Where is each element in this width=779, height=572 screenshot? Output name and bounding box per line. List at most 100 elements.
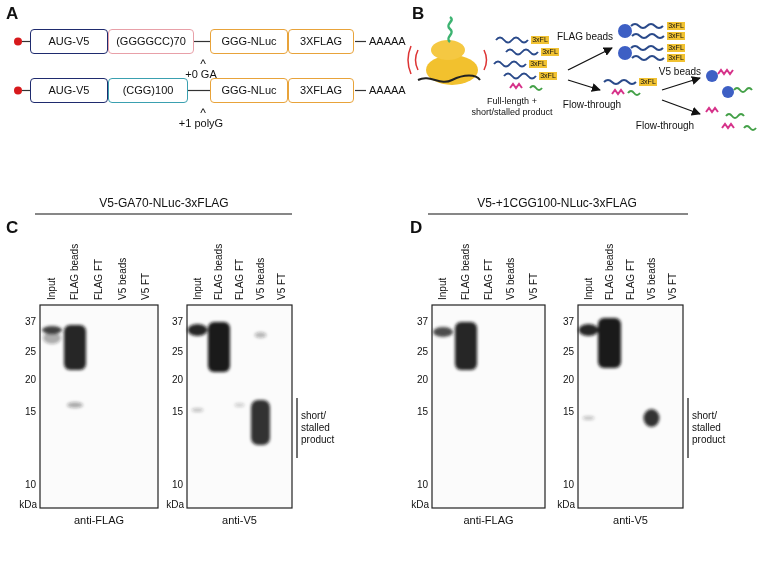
motion-mark [484, 50, 487, 70]
panel-letter: B [412, 4, 424, 24]
bead [706, 70, 718, 82]
marker-size: 15 [417, 406, 428, 418]
marker-size: 15 [563, 406, 574, 418]
bead [722, 86, 734, 98]
lane-label: V5 FT [276, 273, 288, 300]
blot-bands [42, 318, 660, 445]
construct-label: GGG-NLuc [221, 84, 276, 97]
band [433, 327, 453, 337]
bracket-label: short/ stalled product [301, 410, 345, 446]
marker-size: 37 [417, 316, 428, 328]
construct-label: AUG-V5 [49, 84, 90, 97]
flow-arrow [662, 100, 700, 114]
tag-label: 3xFL [529, 60, 547, 67]
marker-size: 20 [417, 374, 428, 386]
construct-box: GGG-NLuc [210, 29, 288, 54]
motion-mark [416, 50, 419, 70]
construct-box: (CGG)100 [108, 78, 188, 103]
band [251, 400, 270, 445]
protein-chain [496, 38, 528, 43]
mrna-line [22, 41, 30, 42]
blot-membrane [187, 305, 292, 508]
construct-linker [194, 41, 210, 42]
nascent-chain [448, 17, 451, 42]
short-product [718, 70, 733, 74]
lane-label: FLAG beads [69, 244, 81, 300]
band [64, 325, 86, 370]
sample-label: Full-length + short/stalled product [466, 96, 558, 118]
short-product [726, 114, 744, 118]
tag-label: 3xFL [539, 72, 557, 79]
short-product [722, 124, 734, 128]
construct-box: AUG-V5 [30, 78, 108, 103]
lane-label: Input [46, 278, 58, 300]
marker-size: 25 [172, 346, 183, 358]
marker-size: 20 [563, 374, 574, 386]
marker-size: 10 [25, 479, 36, 491]
construct-box: AUG-V5 [30, 29, 108, 54]
lane-label: V5 beads [505, 258, 517, 300]
marker-unit: kDa [19, 499, 37, 511]
marker-size: 10 [172, 479, 183, 491]
fraction-label: Flow-through [563, 99, 621, 111]
band [583, 416, 595, 420]
polya-tail: AAAAA [369, 35, 406, 48]
bead [618, 24, 632, 38]
construct-title: V5-+1CGG100-NLuc-3xFLAG [477, 196, 637, 210]
marker-size: 25 [563, 346, 574, 358]
band [67, 402, 83, 408]
short-product [734, 88, 752, 92]
construct-label: 3XFLAG [300, 35, 342, 48]
marker-size: 15 [172, 406, 183, 418]
tag-label: 3xFL [667, 54, 685, 61]
short-product [530, 86, 542, 90]
band [188, 324, 208, 336]
band [235, 403, 245, 407]
lane-label: Input [583, 278, 595, 300]
fraction-label: Flow-through [636, 120, 694, 132]
construct-label: AUG-V5 [49, 35, 90, 48]
lane-label: Input [192, 278, 204, 300]
blot-membrane [578, 305, 683, 508]
tag-label: 3xFL [541, 48, 559, 55]
bracket-line [687, 398, 688, 458]
band [192, 408, 204, 412]
marker-size: 20 [25, 374, 36, 386]
polya-tail: AAAAA [369, 84, 406, 97]
protein-chain [631, 24, 663, 28]
frame-label: +1 polyG [179, 117, 223, 130]
ribosome-small [431, 40, 465, 60]
construct-box: 3XFLAG [288, 29, 354, 54]
construct-title: V5-GA70-NLuc-3xFLAG [99, 196, 228, 210]
tag-label: 3xFL [639, 78, 657, 85]
tag-label: 3xFL [667, 44, 685, 51]
panel-letter: D [410, 218, 422, 238]
band [579, 324, 599, 336]
lane-label: FLAG FT [234, 259, 246, 300]
protein-chain [504, 74, 536, 79]
protein-chain [632, 56, 664, 60]
band [43, 332, 61, 344]
short-product [510, 84, 522, 88]
band [255, 332, 267, 338]
beads-label: FLAG beads [557, 31, 613, 43]
tag-label: 3xFL [667, 32, 685, 39]
construct-box: 3XFLAG [288, 78, 354, 103]
construct-box: (GGGGCC)70 [108, 29, 194, 54]
blot-membrane [432, 305, 545, 508]
marker-size: 15 [25, 406, 36, 418]
antibody-label: anti-V5 [613, 514, 648, 527]
flow-arrow [662, 78, 700, 90]
lane-label: V5 beads [255, 258, 267, 300]
lane-label: FLAG beads [604, 244, 616, 300]
marker-size: 25 [417, 346, 428, 358]
flow-arrow [568, 80, 600, 90]
header-rule [35, 213, 292, 214]
antibody-label: anti-V5 [222, 514, 257, 527]
marker-size: 37 [172, 316, 183, 328]
construct-label: GGG-NLuc [221, 35, 276, 48]
protein-chain [604, 80, 636, 84]
construct-box: GGG-NLuc [210, 78, 288, 103]
mrna-line [355, 41, 366, 42]
